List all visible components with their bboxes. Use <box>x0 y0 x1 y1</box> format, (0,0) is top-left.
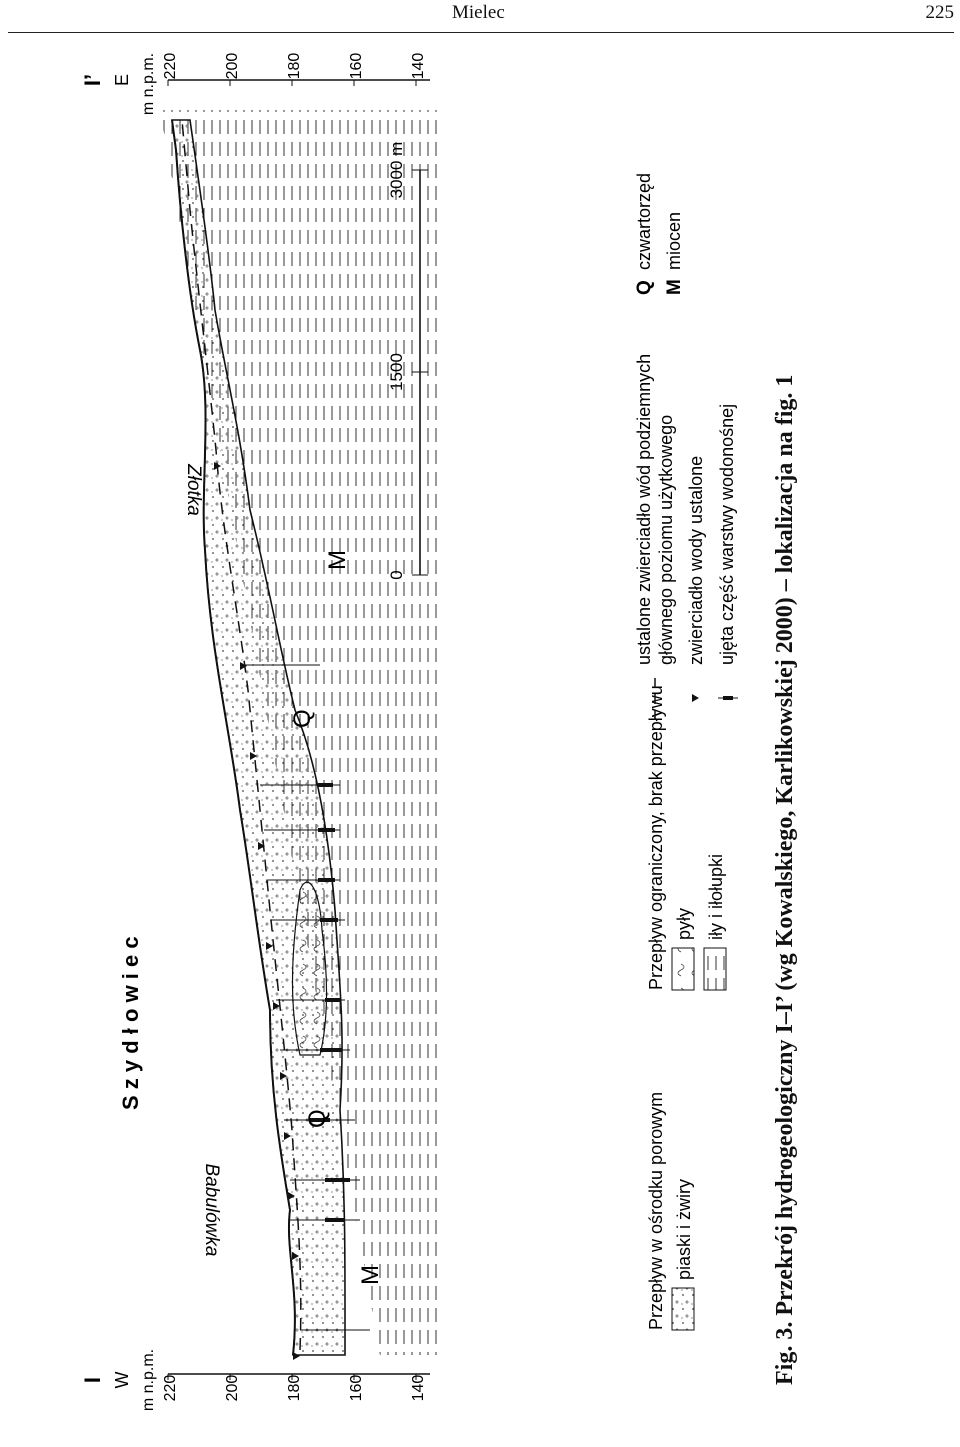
legend-clay-swatch <box>703 947 727 991</box>
unit-m-left: M <box>357 1265 384 1285</box>
left-tick-180: 180 <box>286 1375 303 1402</box>
dir-west: W <box>112 1372 132 1389</box>
legend-clays: iły i iłołupki <box>706 854 726 940</box>
left-axis: 140 160 180 200 220 m n.p.m. W I <box>80 1349 430 1410</box>
place-label-left: Babulówka <box>201 1164 222 1257</box>
right-tick-160: 160 <box>348 53 365 80</box>
scale-0: 0 <box>387 570 406 579</box>
legend-water-level: zwierciadło wody ustalone <box>686 456 706 665</box>
left-axis-unit: m n.p.m. <box>140 1349 157 1410</box>
page-header: Mielec 225 <box>0 0 960 33</box>
legend-sands: piaski i żwiry <box>674 1179 694 1280</box>
running-title: Mielec <box>452 2 505 23</box>
legend-sand-swatch <box>671 1287 695 1331</box>
water-level-markers <box>214 462 300 1360</box>
legend-q-label: czwartorzęd <box>634 173 654 270</box>
legend-q-symbol: Q <box>634 280 655 295</box>
legend-m-symbol: M <box>664 279 685 295</box>
legend-silt-swatch <box>671 947 695 991</box>
right-axis: 140 160 180 200 220 m n.p.m. E I’ <box>80 53 430 115</box>
dir-east: E <box>112 74 132 86</box>
legend-limited-heading: Przepływ ograniczony, brak przepływu <box>646 685 666 990</box>
right-tick-180: 180 <box>286 53 303 80</box>
left-tick-140: 140 <box>410 1375 427 1402</box>
left-tick-220: 220 <box>162 1375 179 1402</box>
scale-1500: 1500 <box>387 353 406 391</box>
scale-bar: 0 1500 3000 m <box>387 142 428 580</box>
ground-surface <box>171 119 296 1356</box>
header-rule <box>8 32 954 33</box>
right-tick-200: 200 <box>224 53 241 80</box>
legend-silts: pyły <box>674 908 694 940</box>
unit-q-left: Q <box>304 1109 331 1128</box>
town-label: S z y d ł o w i e c <box>118 936 143 1110</box>
right-axis-unit: m n.p.m. <box>140 53 157 115</box>
legend-water-marker <box>692 694 699 702</box>
legend-screen: ujęta część warstwy wodonośnej <box>717 404 737 665</box>
profile-end: I’ <box>80 74 105 86</box>
legend-wt-2: głównego poziomu użytkowego <box>656 415 676 665</box>
silt-lens <box>291 881 328 1056</box>
legend: Przepływ w ośrodku porowym piaski i żwir… <box>634 173 738 1331</box>
right-tick-140: 140 <box>410 53 427 80</box>
legend-wt-1: ustalone zwierciadło wód podziemnych <box>634 354 654 665</box>
unit-m-mid: M <box>324 550 351 570</box>
wells <box>244 664 370 1331</box>
left-tick-200: 200 <box>224 1375 241 1402</box>
page-number: 225 <box>925 2 955 23</box>
place-label-right: Złotka <box>183 463 204 516</box>
scale-3000: 3000 m <box>387 142 406 199</box>
unit-q-mid: Q <box>289 709 316 728</box>
cross-section-figure: 140 160 180 200 220 m n.p.m. W I 140 160… <box>80 53 738 1410</box>
legend-m-label: miocen <box>664 212 684 270</box>
legend-porous-heading: Przepływ w ośrodku porowym <box>646 1092 666 1330</box>
profile-start: I <box>80 1377 105 1383</box>
left-tick-160: 160 <box>348 1375 365 1402</box>
rotated-figure: 140 160 180 200 220 m n.p.m. W I 140 160… <box>0 40 960 1410</box>
right-tick-220: 220 <box>162 53 179 80</box>
figure-caption: Fig. 3. Przekrój hydrogeologiczny I–I’ (… <box>772 374 798 1385</box>
